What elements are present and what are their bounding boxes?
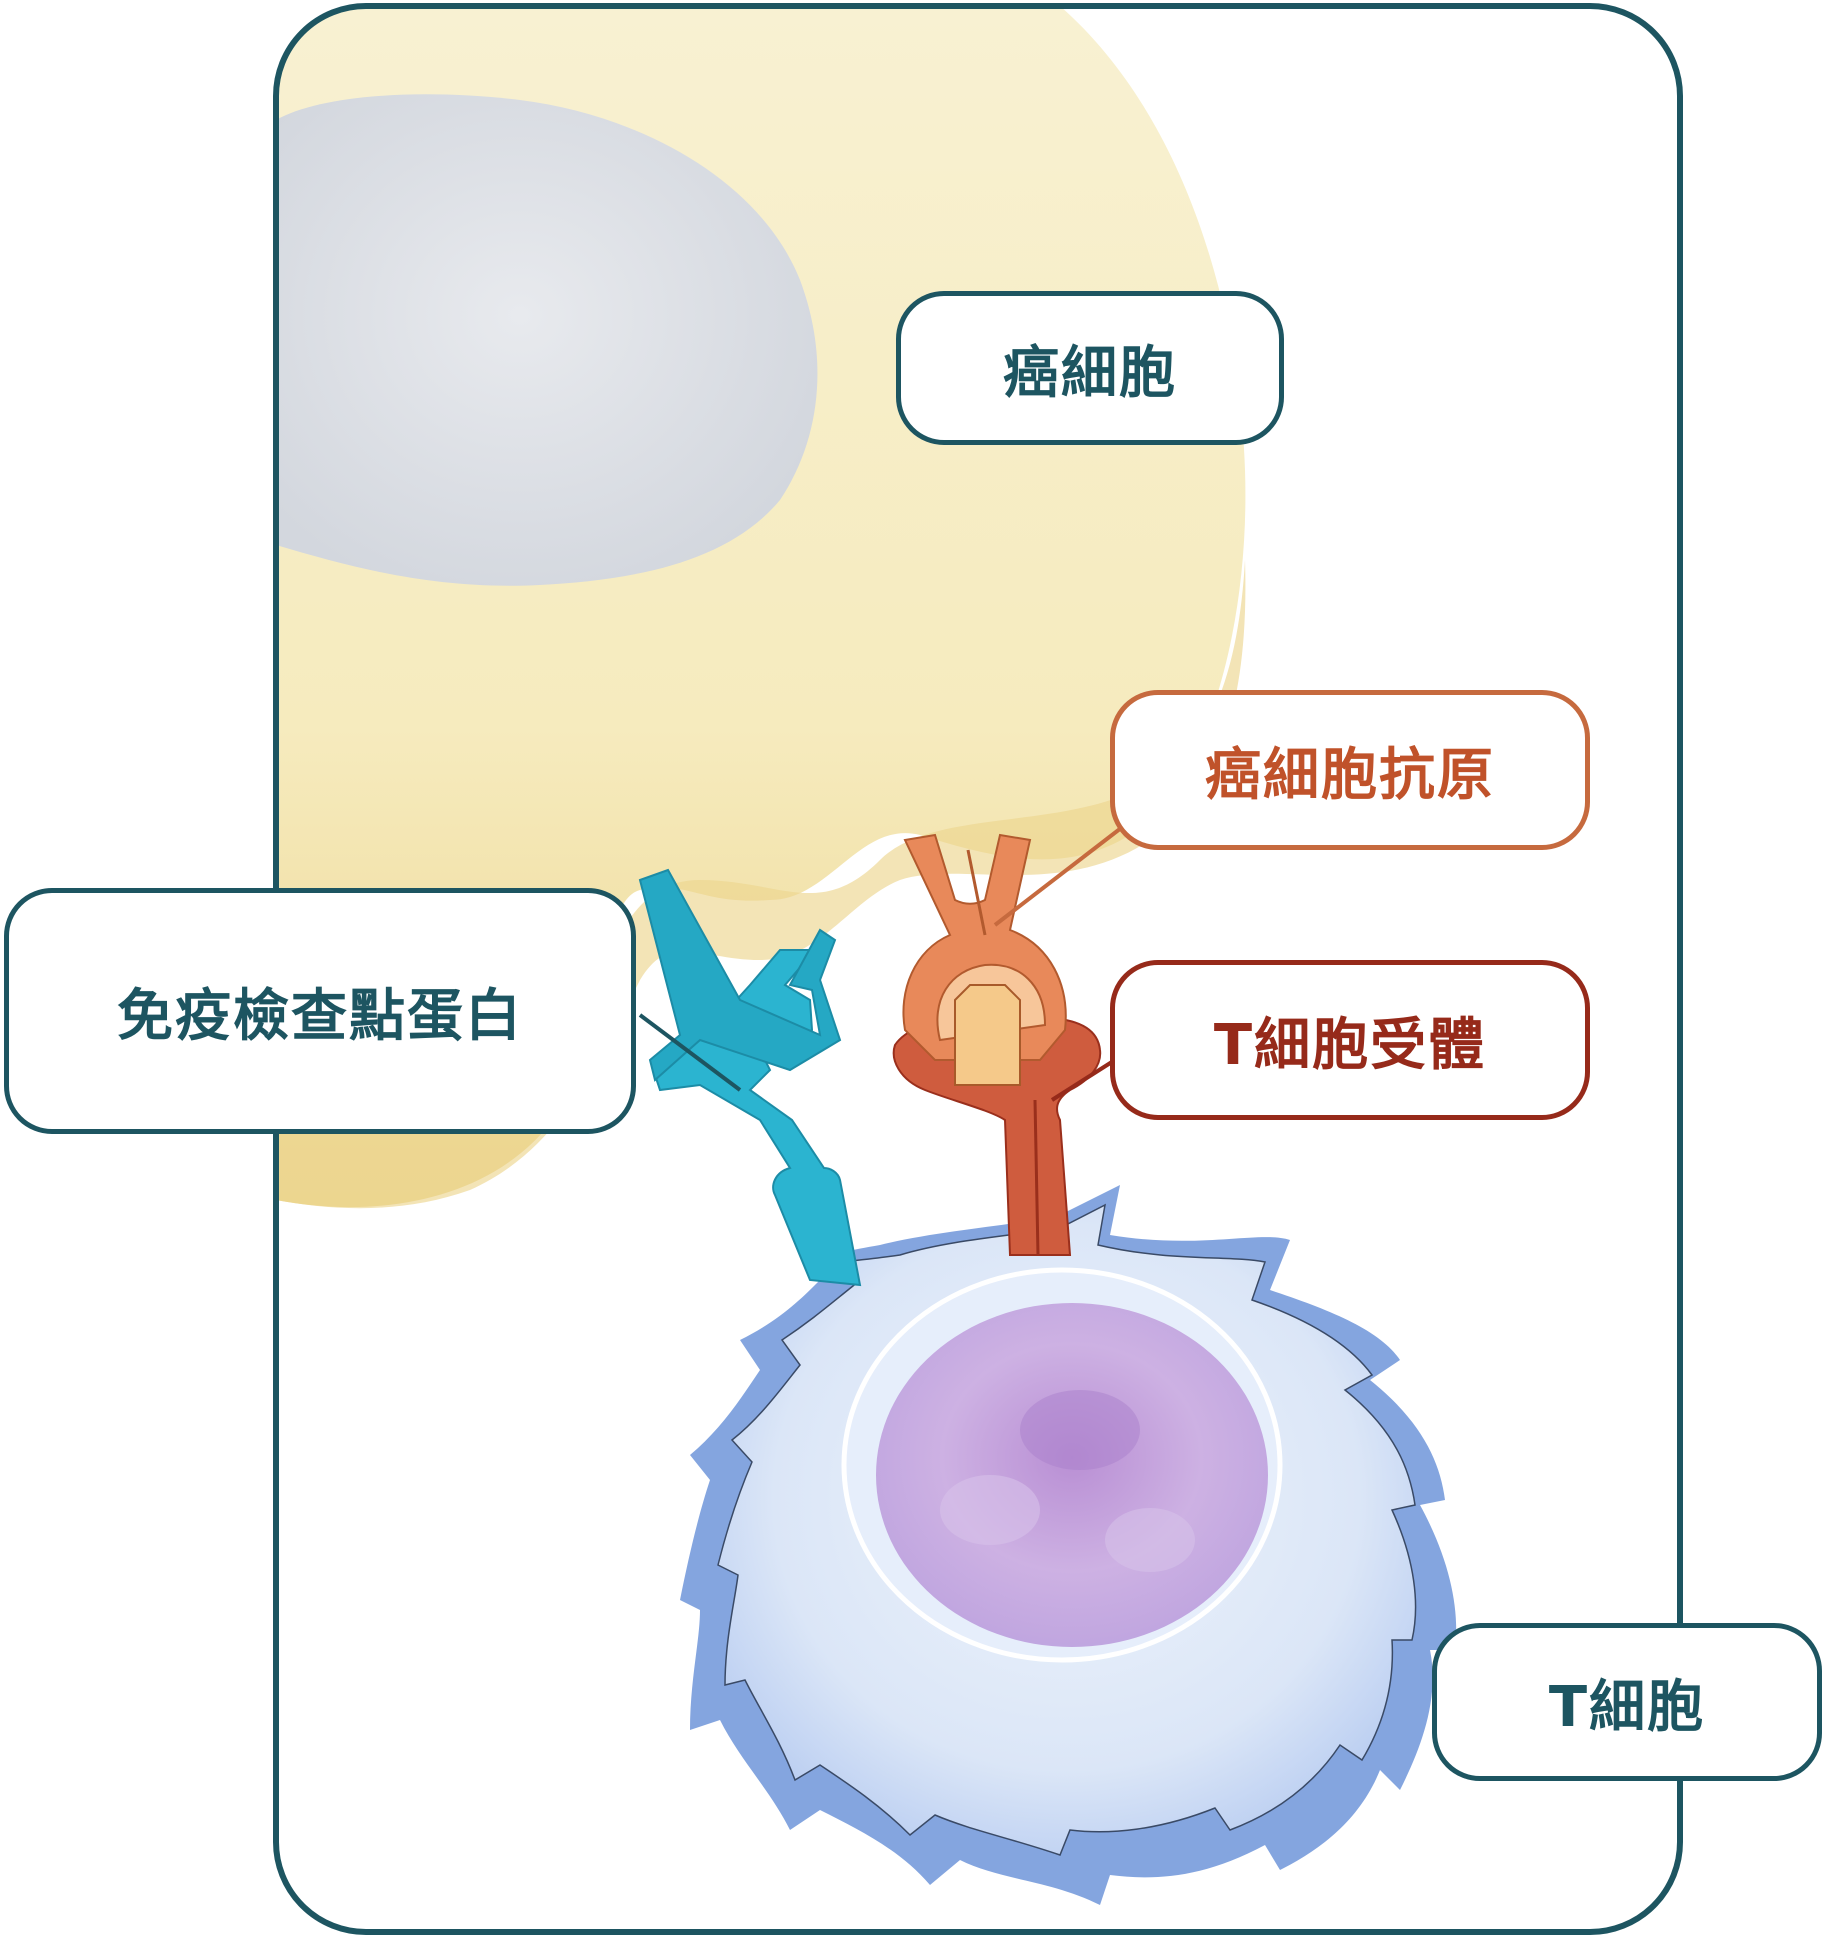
receptor-antigen-shape: [892, 833, 1102, 1256]
cancer-cell-rim: [276, 560, 1246, 1209]
checkpoint-protein-shape: [638, 868, 862, 1287]
label-t-cell-receptor-text: T細胞受體: [1213, 1012, 1487, 1078]
label-checkpoint-protein-text: 免疫檢查點蛋白: [117, 983, 523, 1049]
label-cancer-antigen: 癌細胞抗原: [1110, 690, 1590, 850]
leader-antigen: [993, 823, 1127, 927]
label-cancer-cell-text: 癌細胞: [1003, 340, 1177, 406]
label-checkpoint-protein: 免疫檢查點蛋白: [4, 888, 636, 1134]
cancer-nucleus: [276, 94, 818, 586]
label-cancer-antigen-text: 癌細胞抗原: [1205, 742, 1495, 808]
leader-checkpoint: [638, 1013, 742, 1092]
t-cell-nucleus: [876, 1303, 1268, 1647]
leader-receptor: [1050, 1058, 1117, 1102]
label-t-cell-receptor: T細胞受體: [1110, 960, 1590, 1120]
t-cell: [680, 1185, 1457, 1905]
label-t-cell: T細胞: [1432, 1623, 1822, 1781]
label-cancer-cell: 癌細胞: [896, 291, 1284, 445]
label-t-cell-text: T細胞: [1548, 1674, 1706, 1740]
